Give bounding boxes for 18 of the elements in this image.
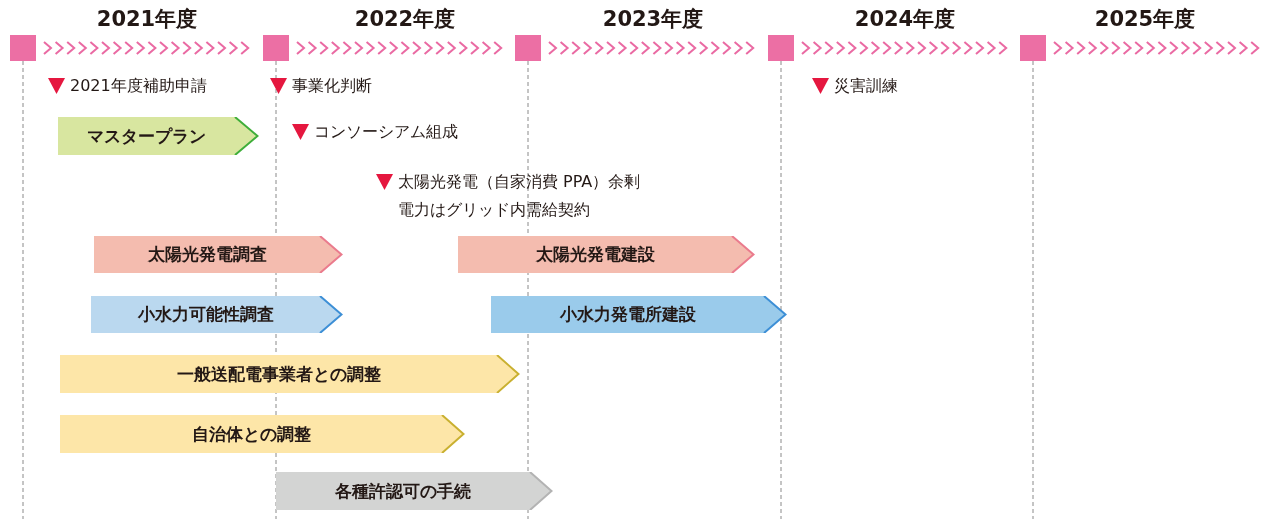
gantt-bar: 太陽光発電調査 — [94, 236, 343, 273]
gantt-bar: 一般送配電事業者との調整 — [60, 355, 520, 393]
gantt-bar: 小水力発電所建設 — [491, 296, 787, 333]
year-heading: 2021年度 — [96, 6, 198, 33]
year-heading: 2024年度 — [854, 6, 956, 33]
milestone-label: 事業化判断 — [292, 75, 372, 97]
year-heading: 2022年度 — [354, 6, 456, 33]
gantt-bar: 小水力可能性調査 — [91, 296, 343, 333]
gantt-bar: マスタープラン — [58, 117, 259, 155]
year-heading: 2023年度 — [602, 6, 704, 33]
gantt-bar: 太陽光発電建設 — [458, 236, 755, 273]
milestone-label: コンソーシアム組成 — [314, 121, 458, 143]
gantt-bar: 自治体との調整 — [60, 415, 465, 453]
year-heading: 2025年度 — [1094, 6, 1196, 33]
milestone-label: 太陽光発電（自家消費 PPA）余剰電力はグリッド内需給契約 — [398, 171, 642, 221]
gantt-bar: 各種許認可の手続 — [276, 472, 553, 510]
milestone-label: 2021年度補助申請 — [70, 75, 207, 97]
milestone-label: 災害訓練 — [834, 75, 898, 97]
